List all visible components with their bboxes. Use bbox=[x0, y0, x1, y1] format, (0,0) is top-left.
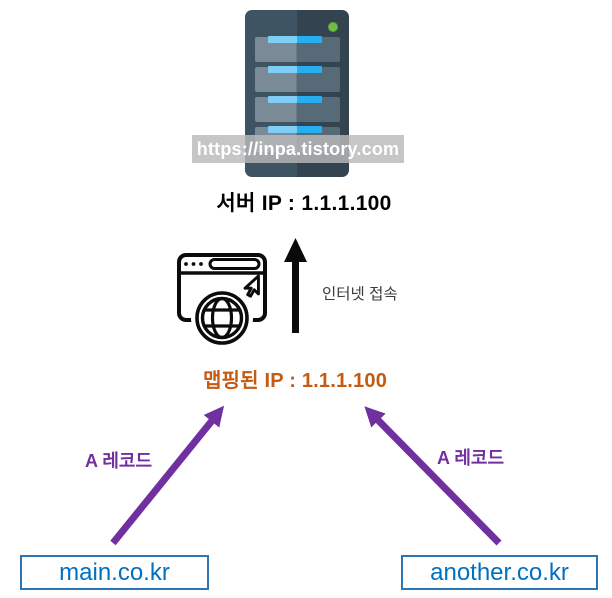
watermark: https://inpa.tistory.com bbox=[192, 135, 404, 163]
browser-globe-icon bbox=[177, 253, 267, 349]
server-drive-slot bbox=[255, 96, 340, 122]
domain-box-another: another.co.kr bbox=[401, 555, 598, 590]
a-record-arrow-left bbox=[110, 405, 225, 546]
browser-dot-icon bbox=[191, 262, 196, 266]
cursor-icon bbox=[243, 274, 260, 298]
internet-access-label: 인터넷 접속 bbox=[322, 286, 398, 303]
server-drive-bar bbox=[268, 66, 322, 73]
domain-another-label: another.co.kr bbox=[430, 558, 569, 586]
mapped-ip-label: 맵핑된 IP : 1.1.1.100 bbox=[202, 370, 388, 392]
server-drive-bar bbox=[268, 126, 322, 133]
server-drive-bar bbox=[268, 36, 322, 43]
server-led-icon bbox=[328, 22, 338, 32]
domain-main-label: main.co.kr bbox=[59, 558, 170, 586]
up-arrow-icon bbox=[284, 238, 307, 333]
browser-dot-icon bbox=[184, 262, 188, 266]
browser-dot-icon bbox=[199, 262, 203, 266]
server-drive-bar bbox=[268, 96, 322, 103]
domain-box-main: main.co.kr bbox=[20, 555, 209, 590]
a-record-arrow-right bbox=[364, 406, 502, 546]
server-ip-label: 서버 IP : 1.1.1.100 bbox=[216, 192, 392, 215]
server-drive-slot bbox=[255, 66, 340, 92]
address-bar-icon bbox=[208, 258, 261, 270]
globe-icon bbox=[191, 287, 253, 349]
a-record-label-left: A 레코드 bbox=[85, 451, 153, 471]
a-record-label-right: A 레코드 bbox=[437, 448, 505, 468]
server-drive-slot bbox=[255, 36, 340, 62]
